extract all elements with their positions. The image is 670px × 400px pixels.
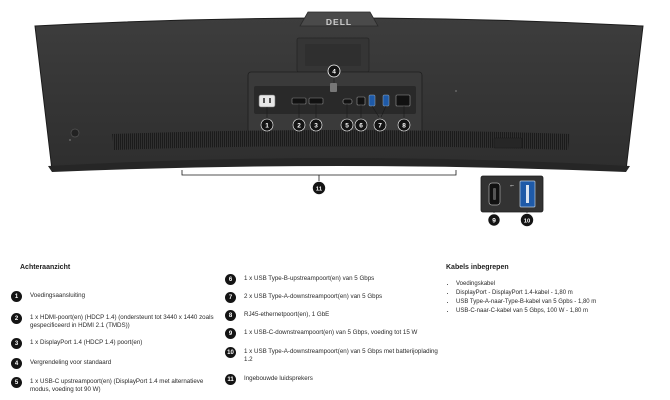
legend-text: Ingebouwde luidsprekers xyxy=(244,375,313,382)
callout-3: 3 xyxy=(309,118,323,132)
side-port-cover xyxy=(493,137,523,149)
svg-text:3: 3 xyxy=(314,123,318,130)
legend-badge: 1 xyxy=(11,291,22,302)
hdmi-port xyxy=(291,97,307,105)
svg-text:10: 10 xyxy=(524,218,530,224)
usb-a-port-2 xyxy=(382,94,390,107)
legend-text: 1 x HDMI-poort(en) (HDCP 1.4) (ondersteu… xyxy=(30,314,214,329)
callout-6: 6 xyxy=(354,118,368,132)
svg-text:6: 6 xyxy=(359,123,363,130)
callout-4: 4 xyxy=(327,64,341,78)
monitor-rear-illustration: DELL xyxy=(34,11,644,227)
legend-badge: 11 xyxy=(225,374,236,385)
legend-item-8: 8 RJ45-ethernetpoort(en), 1 GbE xyxy=(225,310,440,321)
legend-text: Voedingsaansluiting xyxy=(30,292,86,299)
leader-lines xyxy=(266,77,528,213)
legend-item-4: 4 Vergrendeling voor standaard xyxy=(11,358,221,369)
legend-item-6: 6 1 x USB Type-B-upstreampoort(en) van 5… xyxy=(225,274,440,285)
callout-5: 5 xyxy=(340,118,354,132)
displayport-port xyxy=(308,97,324,105)
legend-item-3: 3 1 x DisplayPort 1.4 (HDCP 1.4) poort(e… xyxy=(11,338,221,349)
cable-item: Voedingskabel xyxy=(456,280,656,289)
power-button xyxy=(70,128,80,138)
legend-badge: 4 xyxy=(11,358,22,369)
legend-badge: 8 xyxy=(225,310,236,321)
callout-9: 9 xyxy=(487,213,501,227)
legend-badge: 3 xyxy=(11,338,22,349)
callout-1: 1 xyxy=(260,118,274,132)
cables-title: Kabels inbegrepen xyxy=(446,264,509,271)
legend-badge: 9 xyxy=(225,328,236,339)
usb-b-port xyxy=(356,96,366,106)
legend-item-1: 1 Voedingsaansluiting xyxy=(11,291,221,302)
legend-text: 1 x USB-C upstreampoort(en) (DisplayPort… xyxy=(30,378,204,393)
legend-text: RJ45-ethernetpoort(en), 1 GbE xyxy=(244,311,330,318)
svg-text:8: 8 xyxy=(402,123,406,130)
legend-item-7: 7 2 x USB Type-A-downstreampoort(en) van… xyxy=(225,292,440,303)
cable-item: USB Type-A-naar-Type-B-kabel van 5 Gpbs … xyxy=(456,298,656,307)
callout-11: 11 xyxy=(312,181,326,195)
power-connector xyxy=(258,94,276,108)
legend-text: 1 x USB Type-A-downstreampoort(en) van 5… xyxy=(244,348,438,363)
callout-2: 2 xyxy=(292,118,306,132)
legend-text: 1 x USB Type-B-upstreampoort(en) van 5 G… xyxy=(244,275,375,282)
stand-mount xyxy=(296,37,370,73)
stand-lock xyxy=(330,83,337,92)
led-indicator xyxy=(69,139,71,141)
svg-text:11: 11 xyxy=(316,186,323,192)
ventilation-grille xyxy=(112,130,570,150)
usb-symbol-icon: ⭠ xyxy=(510,183,514,189)
legend-text: 2 x USB Type-A-downstreampoort(en) van 5… xyxy=(244,293,383,300)
cables-list: Voedingskabel DisplayPort - DisplayPort … xyxy=(446,280,656,316)
svg-text:7: 7 xyxy=(378,123,382,130)
stand-hinge xyxy=(299,11,379,27)
usb-a-port-1 xyxy=(368,94,376,107)
legend-badge: 7 xyxy=(225,292,236,303)
screw-hole xyxy=(455,90,457,92)
cable-item: DisplayPort - DisplayPort 1.4-kabel - 1,… xyxy=(456,289,656,298)
callout-7: 7 xyxy=(373,118,387,132)
svg-text:1: 1 xyxy=(265,123,269,130)
legend-item-11: 11 Ingebouwde luidsprekers xyxy=(225,374,440,385)
legend-text: 1 x USB-C-downstreampoort(en) van 5 Gbps… xyxy=(244,329,418,336)
legend-text: 1 x DisplayPort 1.4 (HDCP 1.4) poort(en) xyxy=(30,339,143,346)
legend-badge: 6 xyxy=(225,274,236,285)
svg-text:4: 4 xyxy=(332,69,336,76)
legend-text: Vergrendeling voor standaard xyxy=(30,359,112,366)
rj45-port xyxy=(395,94,411,107)
callout-8: 8 xyxy=(397,118,411,132)
svg-text:2: 2 xyxy=(297,123,301,130)
speaker-bracket xyxy=(181,170,457,181)
cable-item: USB-C-naar-C-kabel van 5 Gbps, 100 W - 1… xyxy=(456,307,656,316)
legend-badge: 2 xyxy=(11,313,22,324)
dell-logo: DELL xyxy=(326,17,352,27)
legend-item-10: 10 1 x USB Type-A-downstreampoort(en) va… xyxy=(225,347,440,364)
legend-item-9: 9 1 x USB-C-downstreampoort(en) van 5 Gb… xyxy=(225,328,440,339)
usbc-upstream-port xyxy=(342,98,353,105)
callout-10: 10 xyxy=(520,213,534,227)
side-ports-detail: ⭠ xyxy=(480,175,544,213)
svg-text:9: 9 xyxy=(492,218,496,225)
legend-badge: 5 xyxy=(11,377,22,388)
rear-view-title: Achteraanzicht xyxy=(20,264,71,271)
svg-text:5: 5 xyxy=(345,123,349,130)
legend-item-5: 5 1 x USB-C upstreampoort(en) (DisplayPo… xyxy=(11,377,221,394)
legend-badge: 10 xyxy=(225,347,236,358)
legend-item-2: 2 1 x HDMI-poort(en) (HDCP 1.4) (onderst… xyxy=(11,313,221,330)
